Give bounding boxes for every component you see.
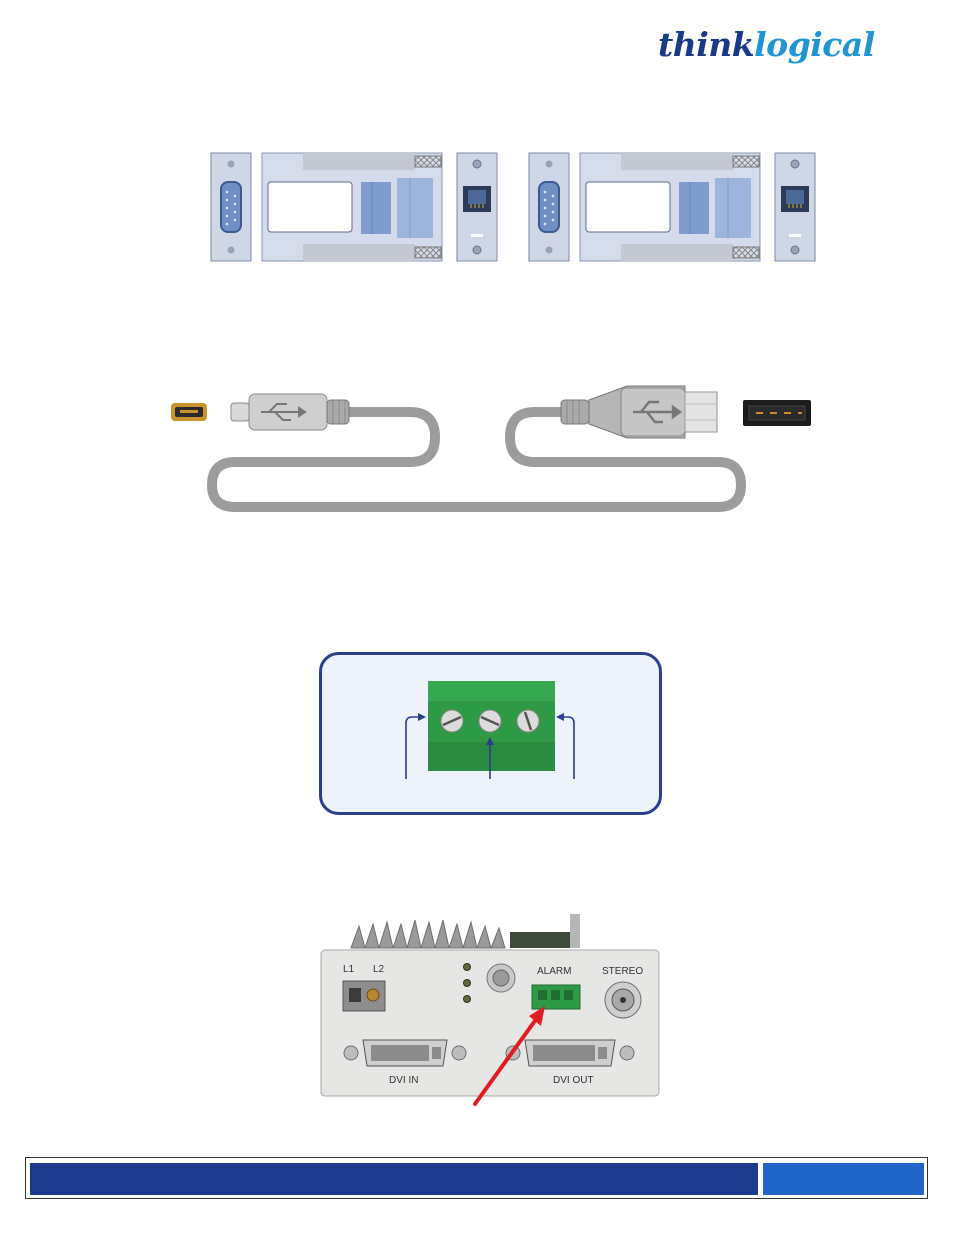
footer-bar-left (30, 1163, 758, 1195)
label-l1: L1 (343, 964, 355, 975)
label-alarm: ALARM (537, 966, 571, 977)
db9-connector-icon (539, 182, 559, 232)
terminal-screw-1 (441, 710, 463, 732)
screw-terminal-icon (428, 681, 555, 771)
terminal-screw-2 (479, 710, 501, 732)
label-stereo: STEREO (602, 966, 643, 977)
label-dvi-out: DVI OUT (553, 1075, 594, 1086)
label-l2: L2 (373, 964, 385, 975)
rj45-jack-icon (463, 186, 491, 212)
footer-bar-right (763, 1163, 924, 1195)
adapter-left (211, 153, 497, 261)
usb-cable-figure (165, 380, 825, 515)
heat-sink (351, 920, 505, 948)
thumbscrew (487, 964, 515, 992)
brand-logo-part2: logical (754, 25, 875, 64)
bnc-connector-icon (605, 982, 641, 1018)
screw-terminal-figure (318, 651, 664, 817)
usb-a-plug (561, 386, 717, 438)
label-dvi-in: DVI IN (389, 1075, 418, 1086)
usb-a-port-icon (743, 400, 811, 426)
rj45-jack-icon (781, 186, 809, 212)
brand-logo-part1: think (658, 25, 754, 64)
adapter-right (529, 153, 815, 261)
status-leds (464, 964, 471, 1003)
device-panel-figure: L1 L2 ALARM STEREO DVI IN DVI OUT (315, 908, 665, 1108)
terminal-screw-3 (517, 710, 539, 732)
mini-usb-port-icon (171, 403, 207, 421)
page-footer (25, 1157, 928, 1199)
db9-rj45-adapter-figure (205, 148, 825, 268)
mini-usb-plug (231, 394, 349, 430)
brand-logo: thinklogical (658, 28, 875, 61)
sfp-module (343, 981, 385, 1011)
alarm-terminal-icon (532, 985, 580, 1009)
db9-connector-icon (221, 182, 241, 232)
